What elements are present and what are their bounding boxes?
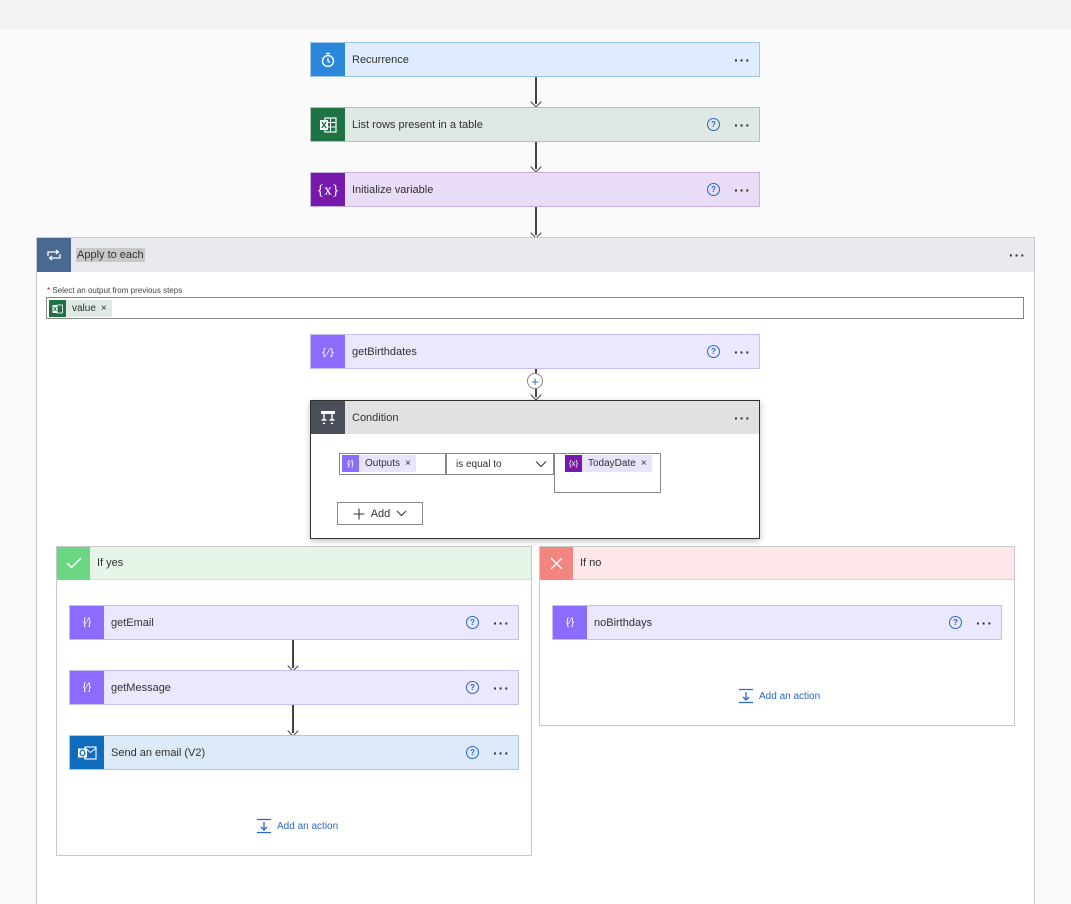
send-email-card[interactable]: Send an email (V2) ? ···: [69, 735, 519, 770]
variable-icon: {x}: [311, 173, 345, 206]
insert-step-button[interactable]: +: [527, 373, 543, 389]
if-no-title: If no: [580, 557, 602, 569]
initialize-variable-title: Initialize variable: [352, 183, 434, 196]
select-output-field[interactable]: value ×: [46, 297, 1024, 319]
connector-arrow: [530, 207, 542, 239]
initialize-variable-card[interactable]: {x} Initialize variable ? ···: [310, 172, 760, 207]
no-birthdays-title: noBirthdays: [594, 616, 653, 629]
send-email-title: Send an email (V2): [111, 746, 206, 759]
plus-icon: [353, 508, 365, 519]
chevron-down-icon: [396, 510, 407, 517]
condition-header[interactable]: Condition ···: [311, 401, 759, 434]
no-birthdays-card[interactable]: {⁄} noBirthdays ? ···: [552, 605, 1002, 640]
plus-icon: +: [531, 373, 539, 389]
list-rows-card[interactable]: List rows present in a table ? ···: [310, 107, 760, 142]
close-icon: [540, 546, 573, 580]
get-birthdates-card[interactable]: {⁄} getBirthdates ? ···: [310, 334, 760, 369]
list-rows-title: List rows present in a table: [352, 118, 483, 131]
apply-to-each-title[interactable]: Apply to each: [76, 248, 145, 262]
add-action-icon: [257, 818, 271, 834]
if-yes-header[interactable]: If yes: [57, 546, 531, 580]
svg-text:{⁄}: {⁄}: [321, 347, 335, 358]
loop-icon: [37, 238, 71, 272]
more-options-icon[interactable]: ···: [734, 409, 751, 426]
connector-arrow: [530, 142, 542, 173]
condition-left-field[interactable]: {⁄} Outputs ×: [339, 453, 446, 475]
data-operation-icon: {⁄}: [342, 455, 359, 472]
get-birthdates-title: getBirthdates: [352, 345, 417, 358]
more-options-icon[interactable]: ···: [493, 614, 510, 631]
outlook-icon: [70, 736, 104, 769]
add-condition-label: Add: [370, 507, 391, 520]
add-action-icon: [739, 688, 753, 704]
help-icon[interactable]: ?: [466, 616, 479, 629]
svg-text:{x}: {x}: [317, 183, 339, 198]
checkmark-icon: [57, 546, 90, 580]
more-options-icon[interactable]: ···: [493, 744, 510, 761]
recurrence-title: Recurrence: [352, 53, 409, 66]
variable-icon: {x}: [565, 455, 582, 472]
condition-icon: [311, 401, 345, 434]
help-icon[interactable]: ?: [707, 183, 720, 196]
excel-icon: [311, 108, 345, 141]
condition-title: Condition: [352, 411, 399, 424]
more-options-icon[interactable]: ···: [1009, 247, 1026, 263]
recurrence-card[interactable]: Recurrence ···: [310, 42, 760, 77]
clock-icon: [311, 43, 345, 76]
operator-value: is equal to: [456, 458, 502, 470]
data-operation-icon: {⁄}: [553, 606, 587, 639]
add-action-button[interactable]: Add an action: [256, 818, 338, 834]
get-email-card[interactable]: {⁄} getEmail ? ···: [69, 605, 519, 640]
more-options-icon[interactable]: ···: [493, 679, 510, 696]
get-email-title: getEmail: [111, 616, 154, 629]
help-icon[interactable]: ?: [707, 345, 720, 358]
help-icon[interactable]: ?: [949, 616, 962, 629]
if-yes-title: If yes: [97, 557, 124, 569]
data-operation-icon: {⁄}: [311, 335, 345, 368]
apply-to-each-header[interactable]: Apply to each ···: [37, 238, 1034, 272]
connector-arrow: [287, 640, 299, 672]
more-options-icon[interactable]: ···: [734, 116, 751, 133]
top-bar: [0, 0, 1071, 30]
get-message-card[interactable]: {⁄} getMessage ? ···: [69, 670, 519, 705]
add-action-label: Add an action: [277, 820, 339, 832]
add-action-label: Add an action: [759, 690, 821, 702]
add-action-button[interactable]: Add an action: [738, 688, 820, 704]
chevron-down-icon: [535, 461, 547, 468]
today-date-token-label: TodayDate: [588, 458, 636, 469]
more-options-icon[interactable]: ···: [734, 343, 751, 360]
value-token-label: value: [72, 303, 96, 314]
today-date-token[interactable]: {x} TodayDate ×: [565, 455, 652, 472]
get-message-title: getMessage: [111, 681, 171, 694]
remove-token-icon[interactable]: ×: [640, 458, 647, 469]
data-operation-icon: {⁄}: [70, 671, 104, 704]
help-icon[interactable]: ?: [707, 118, 720, 131]
add-condition-button[interactable]: Add: [337, 502, 423, 525]
data-operation-icon: {⁄}: [70, 606, 104, 639]
select-output-label: * Select an output from previous steps: [47, 286, 183, 295]
more-options-icon[interactable]: ···: [976, 614, 993, 631]
remove-token-icon[interactable]: ×: [405, 458, 411, 469]
condition-right-field[interactable]: {x} TodayDate ×: [554, 453, 661, 493]
help-icon[interactable]: ?: [466, 746, 479, 759]
more-options-icon[interactable]: ···: [734, 181, 751, 198]
operator-dropdown[interactable]: is equal to: [446, 453, 554, 475]
help-icon[interactable]: ?: [466, 681, 479, 694]
value-token[interactable]: value ×: [49, 300, 112, 317]
more-options-icon[interactable]: ···: [734, 51, 751, 68]
connector-arrow: [287, 705, 299, 737]
outputs-token-label: Outputs: [365, 458, 401, 469]
outputs-token[interactable]: {⁄} Outputs ×: [342, 455, 416, 472]
condition-card: Condition ··· {⁄} Outputs × is equal to …: [310, 400, 760, 539]
connector-arrow: [530, 77, 542, 108]
if-no-header[interactable]: If no: [540, 546, 1014, 580]
remove-token-icon[interactable]: ×: [100, 303, 107, 314]
excel-icon: [49, 300, 66, 317]
